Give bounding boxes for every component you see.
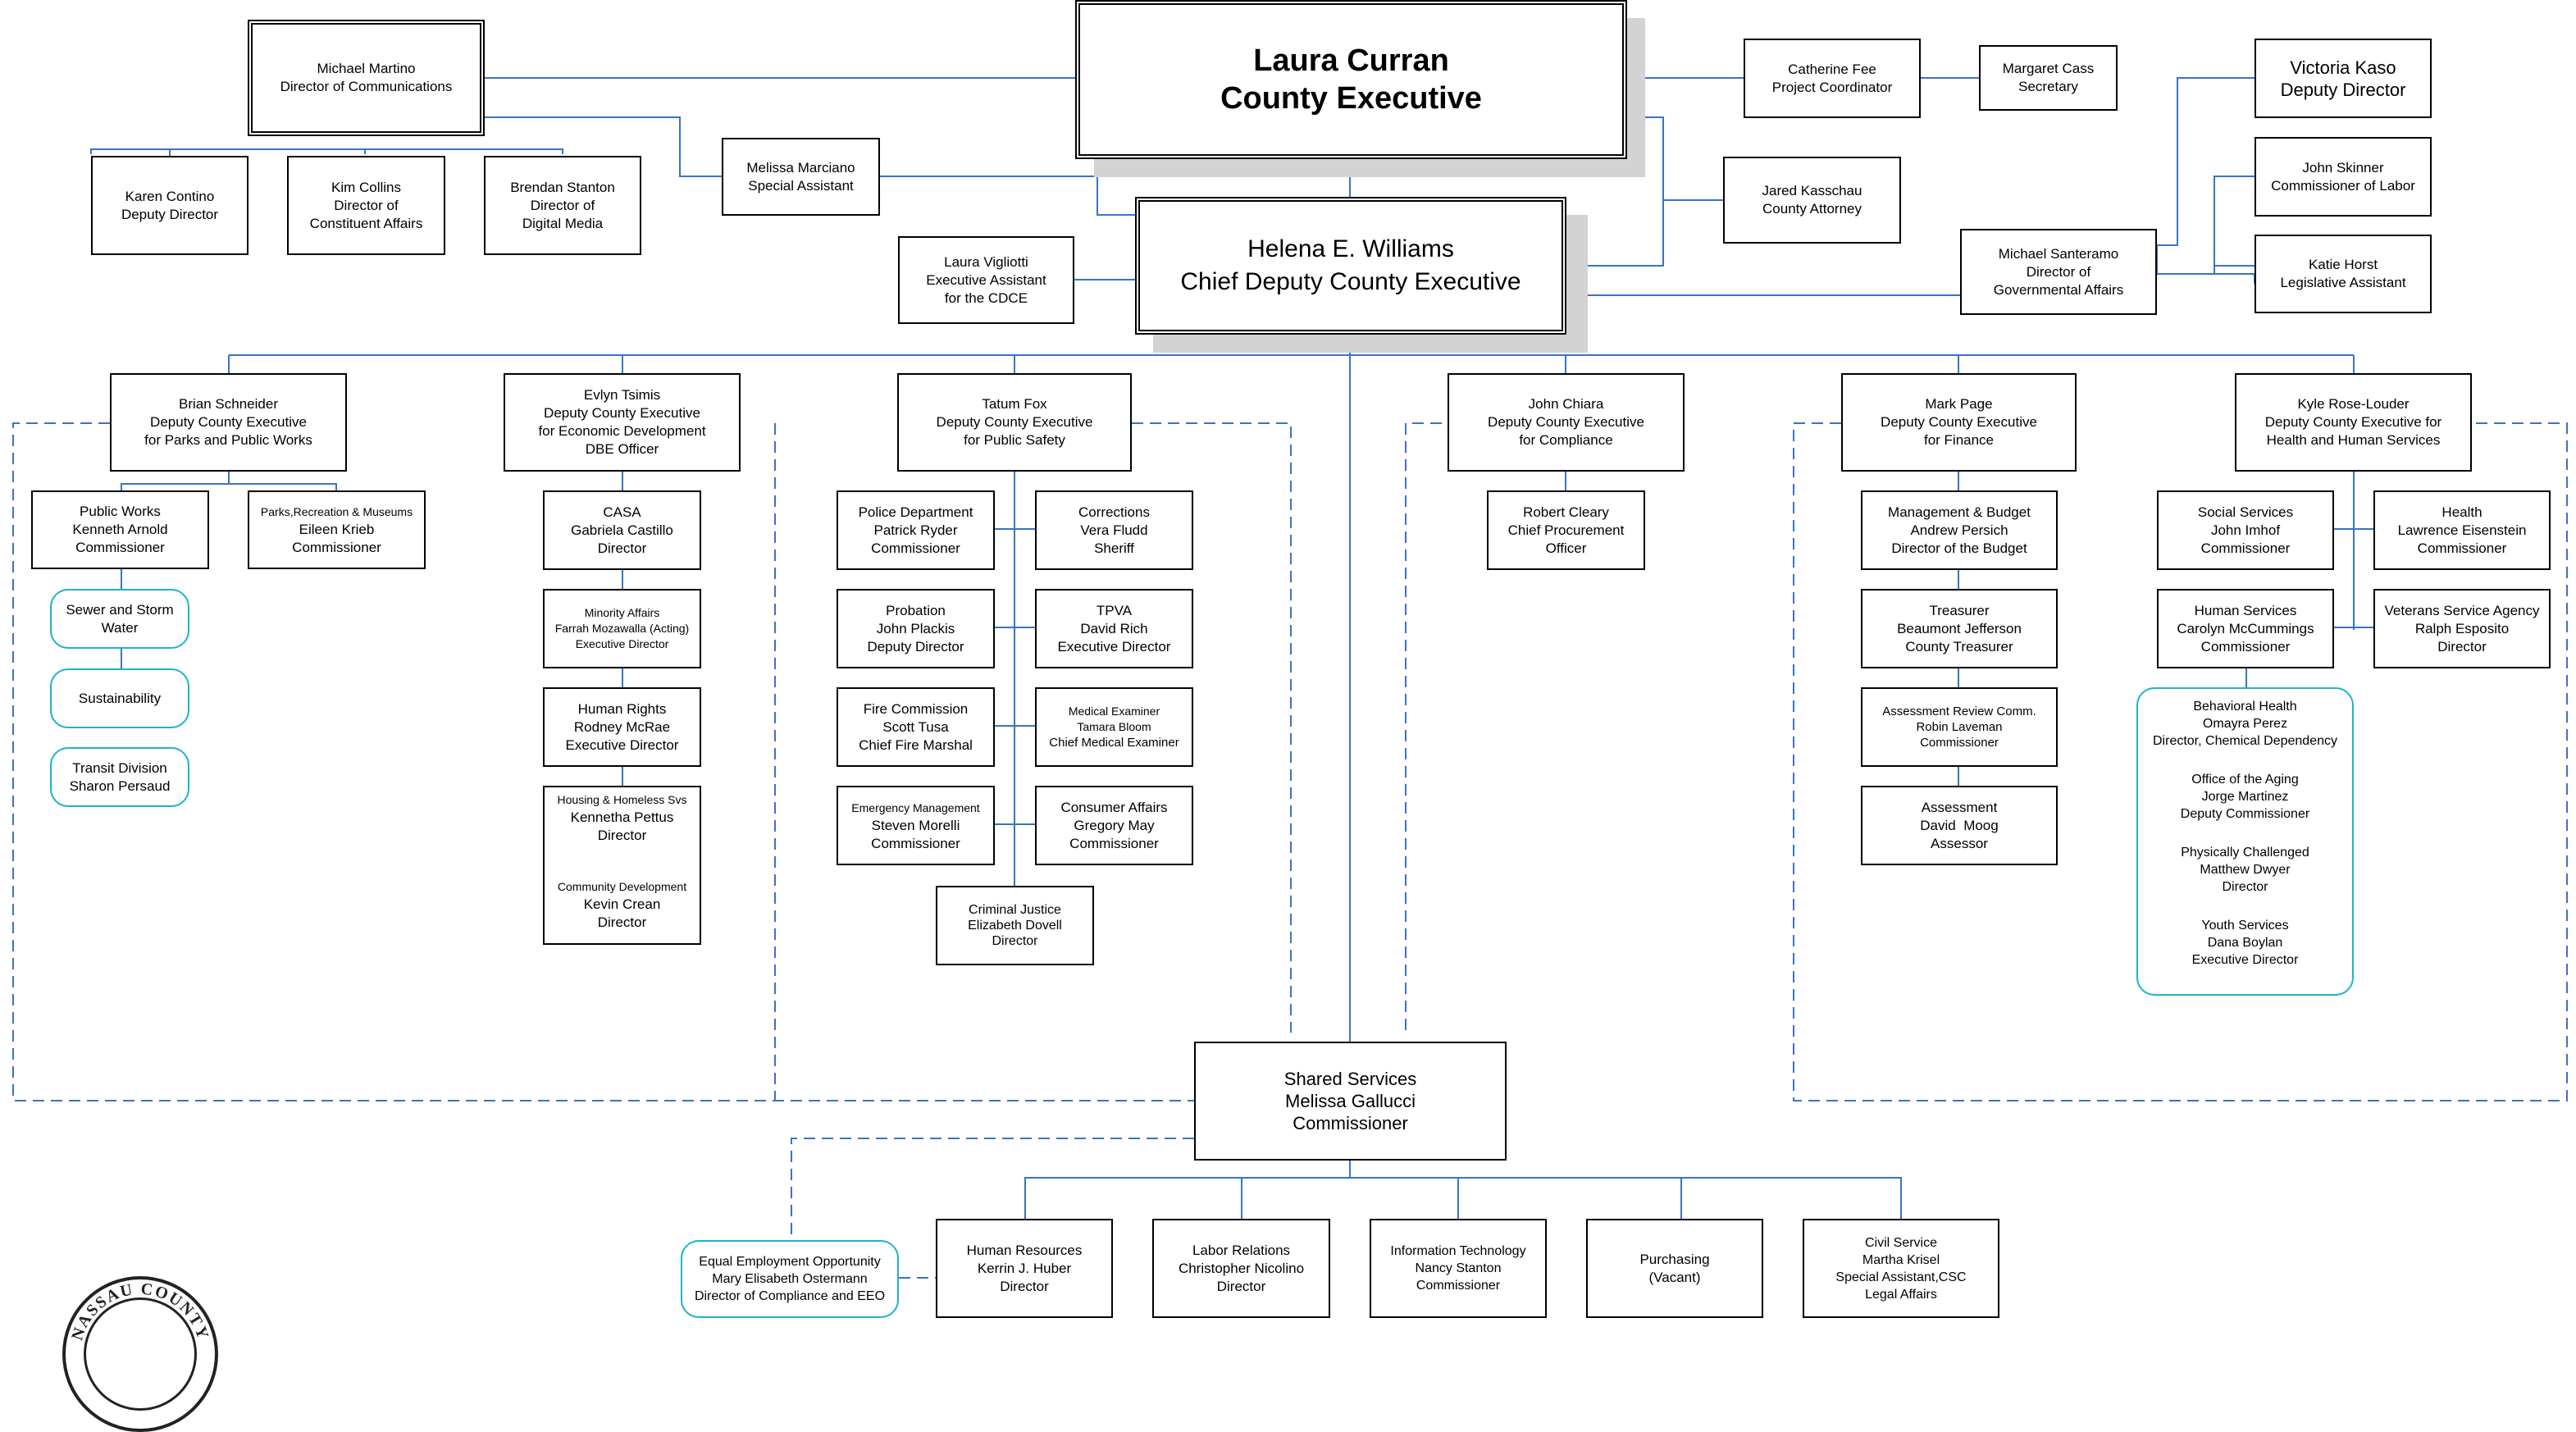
transit-box[interactable]: Transit Division Sharon Persaud	[50, 747, 189, 807]
consumer-box[interactable]: Consumer Affairs Gregory May Commissione…	[1035, 786, 1193, 865]
corrections-box[interactable]: Corrections Vera Fludd Sheriff	[1035, 490, 1193, 570]
vigliotti-box[interactable]: Laura Vigliotti Executive Assistant for …	[898, 236, 1074, 324]
treasurer-box[interactable]: Treasurer Beaumont Jefferson County Trea…	[1861, 589, 2058, 668]
roselouder-box[interactable]: Kyle Rose-Louder Deputy County Executive…	[2235, 373, 2472, 472]
humanservices-box[interactable]: Human Services Carolyn McCummings Commis…	[2157, 589, 2334, 668]
hr-box[interactable]: Human Resources Kerrin J. Huber Director	[936, 1219, 1113, 1318]
tpva-box[interactable]: TPVA David Rich Executive Director	[1035, 589, 1193, 668]
human-services-divisions-box[interactable]: Behavioral Health Omayra Perez Director,…	[2136, 687, 2354, 996]
county-seal-logo: NASSAU COUNTY	[62, 1276, 218, 1432]
cdce-box[interactable]: Helena E. Williams Chief Deputy County E…	[1135, 197, 1566, 335]
civil-service-box[interactable]: Civil Service Martha Krisel Special Assi…	[1803, 1219, 1999, 1318]
casa-box[interactable]: CASA Gabriela Castillo Director	[543, 490, 701, 570]
budget-box[interactable]: Management & Budget Andrew Persich Direc…	[1861, 490, 2058, 570]
purchasing-box[interactable]: Purchasing (Vacant)	[1586, 1219, 1763, 1318]
eeo-box[interactable]: Equal Employment Opportunity Mary Elisab…	[681, 1240, 899, 1318]
minority-box[interactable]: Minority Affairs Farrah Mozawalla (Actin…	[543, 589, 701, 668]
cleary-box[interactable]: Robert Cleary Chief Procurement Officer	[1487, 490, 1645, 570]
health-box[interactable]: Health Lawrence Eisenstein Commissioner	[2373, 490, 2551, 570]
page-box[interactable]: Mark Page Deputy County Executive for Fi…	[1841, 373, 2077, 472]
executive-name: Laura Curran	[1253, 43, 1449, 78]
housing-box[interactable]: Housing & Homeless Svs Kennetha Pettus D…	[543, 786, 701, 945]
emergency-box[interactable]: Emergency Management Steven Morelli Comm…	[837, 786, 995, 865]
humanrights-box[interactable]: Human Rights Rodney McRae Executive Dire…	[543, 687, 701, 767]
santeramo-box[interactable]: Michael Santeramo Director of Government…	[1960, 229, 2157, 315]
arc-box[interactable]: Assessment Review Comm. Robin Laveman Co…	[1861, 687, 2058, 767]
veterans-box[interactable]: Veterans Service Agency Ralph Esposito D…	[2373, 589, 2551, 668]
chiara-box[interactable]: John Chiara Deputy County Executive for …	[1448, 373, 1685, 472]
horst-box[interactable]: Katie Horst Legislative Assistant	[2255, 235, 2432, 313]
seal-emblem	[84, 1297, 197, 1411]
fee-box[interactable]: Catherine Fee Project Coordinator	[1744, 39, 1921, 118]
communications-box[interactable]: Michael Martino Director of Communicatio…	[248, 20, 485, 136]
kasschau-box[interactable]: Jared Kasschau County Attorney	[1723, 157, 1901, 244]
labor-box[interactable]: Labor Relations Christopher Nicolino Dir…	[1152, 1219, 1330, 1318]
medical-box[interactable]: Medical Examiner Tamara Bloom Chief Medi…	[1035, 687, 1193, 767]
fire-box[interactable]: Fire Commission Scott Tusa Chief Fire Ma…	[837, 687, 995, 767]
connector-lines	[12, 77, 2568, 1279]
probation-box[interactable]: Probation John Plackis Deputy Director	[837, 589, 995, 668]
assessment-box[interactable]: Assessment David Moog Assessor	[1861, 786, 2058, 865]
cass-box[interactable]: Margaret Cass Secretary	[1979, 45, 2118, 111]
shared-services-box[interactable]: Shared Services Melissa Gallucci Commiss…	[1194, 1042, 1507, 1161]
stanton-box[interactable]: Brendan Stanton Director of Digital Medi…	[484, 156, 641, 255]
criminal-box[interactable]: Criminal Justice Elizabeth Dovell Direct…	[936, 886, 1094, 965]
parks-box[interactable]: Parks,Recreation & Museums Eileen Krieb …	[248, 490, 426, 569]
it-box[interactable]: Information Technology Nancy Stanton Com…	[1370, 1219, 1547, 1318]
sewer-box[interactable]: Sewer and Storm Water	[50, 589, 189, 649]
contino-box[interactable]: Karen Contino Deputy Director	[91, 156, 248, 255]
marciano-box[interactable]: Melissa Marciano Special Assistant	[722, 138, 880, 216]
skinner-box[interactable]: John Skinner Commissioner of Labor	[2255, 137, 2432, 217]
police-box[interactable]: Police Department Patrick Ryder Commissi…	[837, 490, 995, 570]
collins-box[interactable]: Kim Collins Director of Constituent Affa…	[287, 156, 445, 255]
sustainability-box[interactable]: Sustainability	[50, 668, 189, 728]
social-box[interactable]: Social Services John Imhof Commissioner	[2157, 490, 2334, 570]
county-executive-box[interactable]: Laura Curran County Executive	[1075, 0, 1627, 159]
kaso-box[interactable]: Victoria Kaso Deputy Director	[2255, 39, 2432, 118]
executive-title: County Executive	[1220, 81, 1482, 116]
publicworks-box[interactable]: Public Works Kenneth Arnold Commissioner	[31, 490, 209, 569]
schneider-box[interactable]: Brian Schneider Deputy County Executive …	[110, 373, 347, 472]
tsimis-box[interactable]: Evlyn Tsimis Deputy County Executive for…	[504, 373, 741, 472]
fox-box[interactable]: Tatum Fox Deputy County Executive for Pu…	[897, 373, 1132, 472]
